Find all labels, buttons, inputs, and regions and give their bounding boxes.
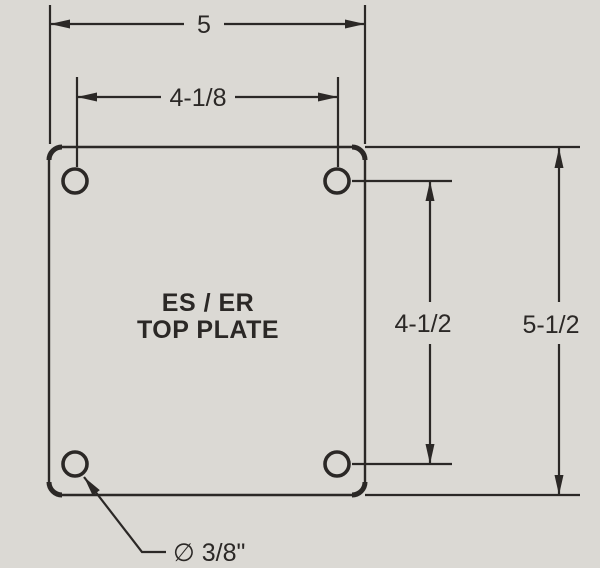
dimension-overall-height: 5-1/2 bbox=[365, 145, 580, 497]
overall-width-value: 5 bbox=[197, 11, 211, 39]
dimension-overall-width: 5 bbox=[48, 5, 367, 144]
arrowhead-up-icon bbox=[554, 148, 564, 168]
bolt-hole-bottom-right bbox=[323, 450, 351, 478]
hole-diameter-value: ∅ 3/8" bbox=[173, 539, 245, 567]
plate-corner-top-right bbox=[351, 144, 368, 161]
callout-hole-diameter: ∅ 3/8" bbox=[83, 476, 245, 567]
plate-title-line2: TOP PLATE bbox=[137, 316, 279, 344]
bolt-spacing-height-value: 4-1/2 bbox=[395, 310, 452, 338]
plate-corner-bottom-right bbox=[351, 481, 368, 498]
arrowhead-down-icon bbox=[554, 475, 564, 495]
arrowhead-up-icon bbox=[425, 181, 435, 201]
bolt-hole-bottom-left bbox=[61, 450, 89, 478]
leader-line bbox=[83, 476, 166, 554]
plate-title-line1: ES / ER bbox=[162, 289, 254, 317]
top-plate-outline bbox=[47, 145, 367, 497]
dimension-bolt-spacing-height: 4-1/2 bbox=[352, 179, 452, 466]
plate-corner-top-left bbox=[46, 144, 63, 161]
bolt-spacing-width-value: 4-1/8 bbox=[170, 84, 227, 112]
plate-corner-bottom-left bbox=[46, 481, 63, 498]
overall-height-value: 5-1/2 bbox=[523, 311, 580, 339]
arrowhead-left-icon bbox=[50, 19, 70, 29]
bolt-hole-top-left bbox=[61, 167, 89, 195]
arrowhead-right-icon bbox=[345, 19, 365, 29]
plate-title: ES / ER TOP PLATE bbox=[137, 289, 279, 344]
arrowhead-left-icon bbox=[77, 92, 97, 102]
dimension-bolt-spacing-width: 4-1/8 bbox=[75, 77, 340, 167]
arrowhead-right-icon bbox=[318, 92, 338, 102]
leader-arrowhead-icon bbox=[84, 477, 100, 496]
bolt-hole-top-right bbox=[323, 167, 351, 195]
arrowhead-down-icon bbox=[425, 444, 435, 464]
